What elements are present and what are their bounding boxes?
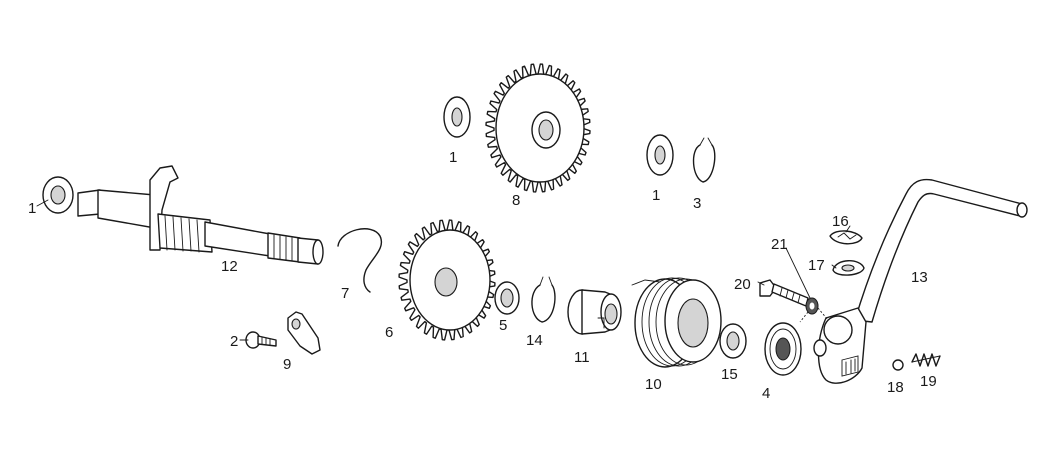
label-washer-left: 1 <box>28 200 36 217</box>
label-ball-18: 18 <box>887 379 904 396</box>
washer-right <box>646 134 674 176</box>
stopper-9 <box>287 311 321 355</box>
label-stopper-9: 9 <box>283 356 291 373</box>
label-spring-19: 19 <box>920 373 937 390</box>
label-washer-15: 15 <box>721 366 738 383</box>
leader-lines <box>36 199 851 341</box>
label-washer-right: 1 <box>652 187 660 204</box>
circlip-14 <box>531 276 556 323</box>
gear-8 <box>485 63 591 193</box>
label-wire-spring-7: 7 <box>341 285 349 302</box>
circlip-top <box>692 137 716 183</box>
spring-19 <box>911 353 941 367</box>
ball-18 <box>892 359 904 371</box>
rubber-17 <box>832 260 865 276</box>
label-bearing: 4 <box>762 385 770 402</box>
label-kick-shaft-12: 12 <box>221 258 238 275</box>
assembly-guide-line <box>799 307 829 323</box>
washer-5 <box>494 281 520 315</box>
label-washer-21: 21 <box>771 236 788 253</box>
label-screw-2: 2 <box>230 333 238 350</box>
label-gear-8: 8 <box>512 192 520 209</box>
part-labels: 1 1 1 3 4 5 6 7 8 2 9 10 11 12 13 14 15 … <box>28 149 937 402</box>
kick-lever-13 <box>813 178 1028 384</box>
bearing <box>764 322 802 376</box>
label-circlip-top: 3 <box>693 195 701 212</box>
label-spring-guide-11: 11 <box>574 349 590 366</box>
spring-guide-11 <box>567 289 622 335</box>
bolt-20 <box>759 279 809 307</box>
label-washer-5: 5 <box>499 317 507 334</box>
label-torsion-spring-10: 10 <box>645 376 662 393</box>
screw-2 <box>245 331 277 349</box>
rubber-16 <box>829 230 863 245</box>
label-bolt-20: 20 <box>734 276 751 293</box>
washer-21 <box>805 297 819 315</box>
label-rubber-16: 16 <box>832 213 849 230</box>
label-kick-lever-13: 13 <box>911 269 928 286</box>
kick-shaft-12 <box>77 165 324 265</box>
torsion-spring-10 <box>631 277 722 368</box>
label-gear-6: 6 <box>385 324 393 341</box>
label-washer-top: 1 <box>449 149 457 166</box>
gear-6 <box>398 219 496 341</box>
washer-15 <box>719 323 747 359</box>
washer-left <box>42 176 74 214</box>
label-rubber-17: 17 <box>808 257 825 274</box>
label-circlip-14: 14 <box>526 332 543 349</box>
wire-spring-7 <box>337 228 383 293</box>
washer-top <box>443 96 471 138</box>
